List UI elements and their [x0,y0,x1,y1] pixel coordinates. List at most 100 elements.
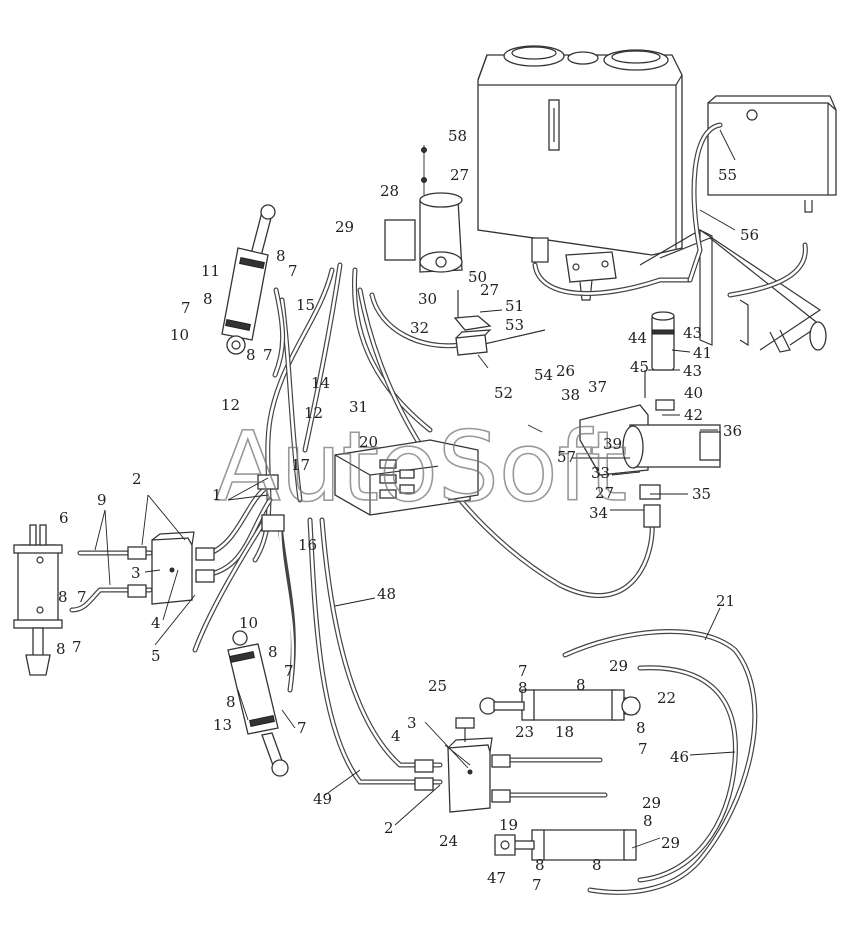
callout-32: 32 [410,319,429,337]
callout-7: 7 [297,719,307,737]
callout-7: 7 [284,662,294,680]
callout-12: 12 [221,396,240,414]
callout-51: 51 [505,297,524,315]
callout-29: 29 [335,218,354,236]
callout-7: 7 [263,346,273,364]
callout-15: 15 [296,296,315,314]
callout-13: 13 [213,716,232,734]
callout-18: 18 [555,723,574,741]
callout-56: 56 [740,226,759,244]
callout-7: 7 [518,662,528,680]
callout-8: 8 [226,693,236,711]
valve-52 [453,290,492,356]
frame-beam [639,229,827,353]
callout-8: 8 [576,676,586,694]
left-valve-block [127,531,215,605]
callout-43: 43 [683,324,702,342]
callout-26: 26 [556,362,575,380]
callout-28: 28 [380,182,399,200]
callout-4: 4 [151,614,161,632]
callout-53: 53 [505,316,524,334]
callout-31: 31 [349,398,368,416]
reservoir-box [707,95,837,213]
callout-27: 27 [450,166,469,184]
callout-29: 29 [642,794,661,812]
callout-8: 8 [643,812,653,830]
callout-50: 50 [468,268,487,286]
callout-39: 39 [603,435,622,453]
callout-8: 8 [636,719,646,737]
callout-40: 40 [684,384,703,402]
callout-16: 16 [298,536,317,554]
callout-20: 20 [359,433,378,451]
callout-30: 30 [418,290,437,308]
lower-valve-block [414,717,511,813]
callout-8: 8 [535,856,545,874]
callout-7: 7 [532,876,542,894]
hydraulic-tank [477,45,683,301]
callout-3: 3 [131,564,141,582]
callout-48: 48 [377,585,396,603]
pump-assembly [579,311,721,528]
callout-34: 34 [589,504,608,522]
callout-45: 45 [630,358,649,376]
callout-10: 10 [239,614,258,632]
callout-2: 2 [132,470,142,488]
leader-lines [94,129,736,849]
callout-41: 41 [693,344,712,362]
callout-8: 8 [268,643,278,661]
callout-labels: 58 27 28 55 56 29 11 8 7 15 30 50 27 51 … [56,127,759,894]
callout-7: 7 [181,299,191,317]
callout-27: 27 [595,484,614,502]
cylinder-6 [13,524,63,676]
callout-35: 35 [692,485,711,503]
callout-27: 27 [480,281,499,299]
callout-21: 21 [716,592,735,610]
callout-23: 23 [515,723,534,741]
callout-2: 2 [384,819,394,837]
callout-8: 8 [276,247,286,265]
cylinder-47 [494,829,637,861]
callout-55: 55 [718,166,737,184]
callout-8: 8 [58,588,68,606]
callout-8: 8 [203,290,213,308]
callout-38: 38 [561,386,580,404]
watermark-text: AutoSoft [215,411,627,523]
callout-17: 17 [291,456,310,474]
callout-54: 54 [534,366,553,384]
cylinder-22 [479,689,641,721]
callout-8: 8 [518,679,528,697]
callout-22: 22 [657,689,676,707]
callout-7: 7 [638,740,648,758]
callout-1: 1 [212,486,222,504]
callout-29: 29 [661,834,680,852]
cylinder-11 [221,204,276,355]
callout-8: 8 [592,856,602,874]
callout-7: 7 [288,262,298,280]
callout-11: 11 [201,262,220,280]
callout-33: 33 [591,464,610,482]
callout-7: 7 [72,638,82,656]
callout-3: 3 [407,714,417,732]
callout-25: 25 [428,677,447,695]
callout-5: 5 [151,647,161,665]
callout-8: 8 [246,346,256,364]
callout-57: 57 [557,448,576,466]
callout-8: 8 [56,640,66,658]
callout-29: 29 [609,657,628,675]
callout-14: 14 [311,374,330,392]
callout-9: 9 [97,491,107,509]
callout-42: 42 [684,406,703,424]
cylinder-13 [227,630,289,777]
callout-37: 37 [588,378,607,396]
callout-7: 7 [77,588,87,606]
callout-46: 46 [670,748,689,766]
central-valve [257,439,479,532]
callout-43: 43 [683,362,702,380]
callout-24: 24 [439,832,458,850]
callout-6: 6 [59,509,69,527]
callout-44: 44 [628,329,647,347]
callout-12: 12 [304,404,323,422]
callout-10: 10 [170,326,189,344]
